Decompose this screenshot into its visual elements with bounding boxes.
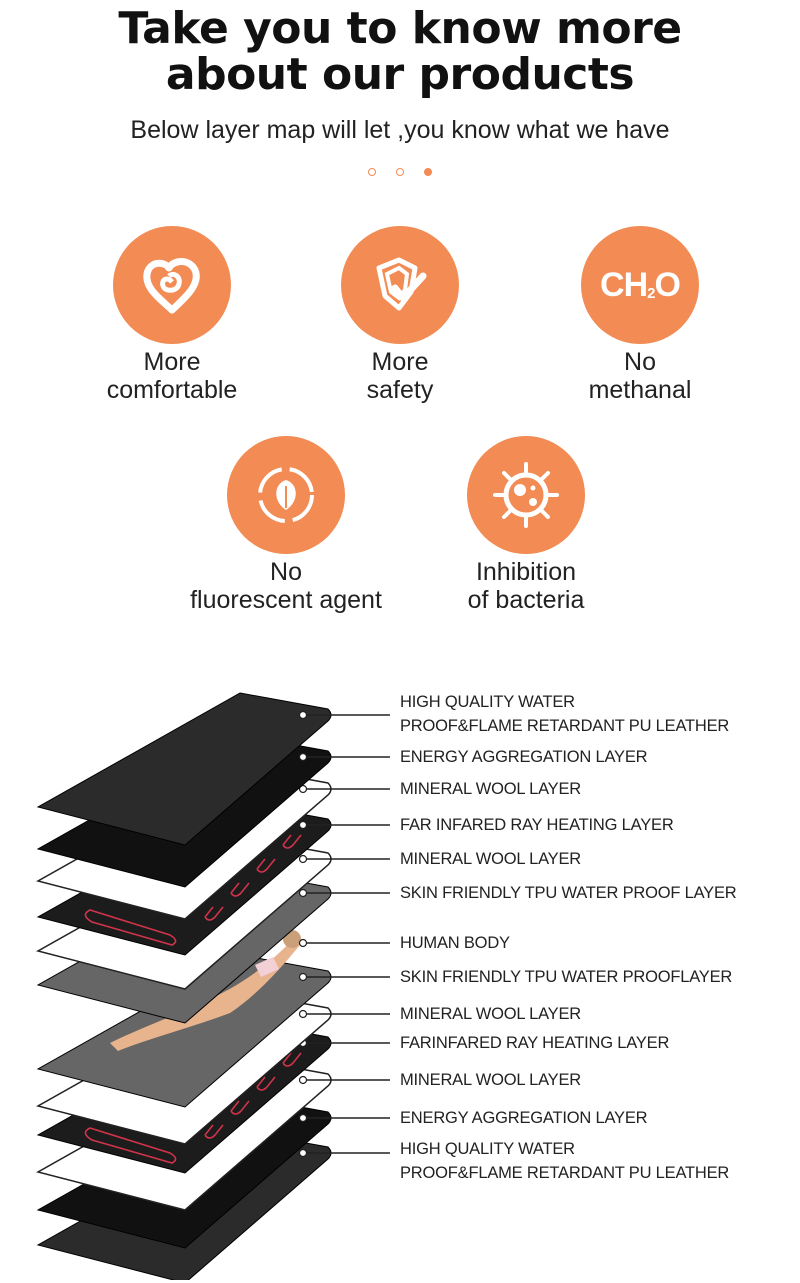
layer-label-3: MINERAL WOOL LAYER bbox=[400, 780, 581, 798]
leader-dot bbox=[298, 938, 308, 948]
carousel-dots bbox=[0, 168, 800, 176]
ch2o-tail: O bbox=[654, 265, 681, 304]
heart-icon bbox=[113, 226, 231, 344]
heating-coil-loop bbox=[230, 882, 250, 897]
leader-dot bbox=[298, 784, 308, 794]
feature-label-1: No bbox=[270, 558, 302, 586]
layer-label-9: MINERAL WOOL LAYER bbox=[400, 1005, 581, 1023]
leader-dot bbox=[298, 1075, 308, 1085]
carousel-dot-1[interactable] bbox=[368, 168, 376, 176]
leader-dot bbox=[298, 752, 308, 762]
layer-sheet-leather bbox=[36, 692, 332, 846]
heating-coil bbox=[84, 909, 177, 946]
leader-dot bbox=[298, 1009, 308, 1019]
title-line-2: about our products bbox=[165, 49, 635, 100]
heating-coil-loop bbox=[256, 858, 276, 873]
layer-label-12: ENERGY AGGREGATION LAYER bbox=[400, 1109, 648, 1127]
feature-label-2: of bacteria bbox=[467, 586, 585, 614]
carousel-dot-3-active[interactable] bbox=[424, 168, 432, 176]
feature-label-1: No bbox=[624, 348, 656, 376]
layer-label-10: FARINFARED RAY HEATING LAYER bbox=[400, 1034, 670, 1052]
layer-sheet-tpu bbox=[36, 954, 332, 1108]
heating-coil-loop bbox=[204, 1124, 224, 1139]
heating-coil-loop bbox=[282, 1052, 302, 1067]
layer-label-5: MINERAL WOOL LAYER bbox=[400, 850, 581, 868]
feature-label-1: Inhibition bbox=[475, 558, 577, 586]
ch2o-icon: CH2O bbox=[581, 226, 699, 344]
layer-label-2: ENERGY AGGREGATION LAYER bbox=[400, 748, 648, 766]
heating-coil-loop bbox=[256, 1076, 276, 1091]
bacteria-icon bbox=[467, 436, 585, 554]
carousel-dot-2[interactable] bbox=[396, 168, 404, 176]
feature-label-2: comfortable bbox=[106, 376, 238, 404]
heating-coil-loop bbox=[204, 906, 224, 921]
layer-label-4: FAR INFARED RAY HEATING LAYER bbox=[400, 816, 674, 834]
leader-dot bbox=[298, 972, 308, 982]
leaf-recycle-icon bbox=[227, 436, 345, 554]
feature-label-2: safety bbox=[366, 376, 434, 404]
layer-label-11: MINERAL WOOL LAYER bbox=[400, 1071, 581, 1089]
heating-coil-loop bbox=[282, 834, 302, 849]
heating-coil-loop bbox=[230, 1100, 250, 1115]
shield-check-icon bbox=[341, 226, 459, 344]
layer-diagram bbox=[36, 692, 390, 1280]
leader-dot bbox=[298, 888, 308, 898]
leader-dot bbox=[298, 1148, 308, 1158]
human-body-shape bbox=[110, 937, 300, 1051]
feature-label-1: More bbox=[143, 348, 201, 376]
leader-dot bbox=[298, 710, 308, 720]
layer-label-6: SKIN FRIENDLY TPU WATER PROOF LAYER bbox=[400, 884, 737, 902]
page-title: Take you to know more about our products bbox=[0, 6, 800, 98]
title-line-1: Take you to know more bbox=[118, 3, 682, 54]
layer-label-7: HUMAN BODY bbox=[400, 934, 510, 952]
feature-label-2: methanal bbox=[588, 376, 692, 404]
leader-dot bbox=[298, 820, 308, 830]
feature-label-2: fluorescent agent bbox=[190, 586, 382, 614]
human-top bbox=[255, 957, 279, 977]
subtitle: Below layer map will let ,you know what … bbox=[130, 116, 670, 144]
layer-label-8: SKIN FRIENDLY TPU WATER PROOFLAYER bbox=[400, 968, 733, 986]
leader-dot bbox=[298, 854, 308, 864]
ch2o-text: CH bbox=[600, 265, 648, 304]
ch2o-subscript: 2 bbox=[647, 284, 655, 302]
leader-dot bbox=[298, 1113, 308, 1123]
feature-label-1: More bbox=[371, 348, 429, 376]
heating-coil bbox=[84, 1127, 177, 1164]
